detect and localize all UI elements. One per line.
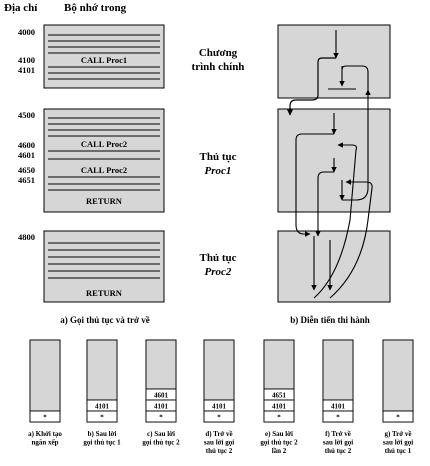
stack-caption: f) Trở về bbox=[325, 430, 351, 438]
address-4500: 4500 bbox=[18, 110, 35, 120]
stack-cell bbox=[145, 410, 177, 423]
stack-caption: thủ tục 2 bbox=[206, 447, 233, 455]
stack-caption: sau lời gọi bbox=[383, 439, 413, 447]
address-column-header: Địa chỉ bbox=[4, 2, 37, 14]
stack-cell bbox=[263, 410, 295, 423]
memory-block-proc2: RETURN bbox=[43, 230, 165, 303]
address-4100: 4100 bbox=[18, 55, 35, 65]
stack-cell bbox=[322, 410, 354, 423]
memory-column-header: Bộ nhớ trong bbox=[64, 2, 127, 14]
address-4101: 4101 bbox=[18, 65, 35, 75]
proc1-label-2: Proc1 bbox=[205, 165, 232, 177]
call-proc2-label-2: CALL Proc2 bbox=[81, 165, 127, 175]
stack-caption: gọi thủ tục 2 bbox=[142, 439, 180, 447]
stack-free-area bbox=[29, 339, 61, 412]
stack-entry: 4101 bbox=[212, 403, 227, 411]
stack-free-area bbox=[203, 339, 235, 401]
stack-caption: d) Trở về bbox=[205, 430, 232, 438]
stack-cell bbox=[86, 410, 118, 423]
stack-entry: * bbox=[43, 414, 47, 422]
address-4651: 4651 bbox=[18, 175, 35, 185]
stack-entry: 4601 bbox=[154, 392, 169, 400]
stack-entry: * bbox=[217, 414, 221, 422]
return-label-proc1: RETURN bbox=[86, 196, 123, 206]
stack-free-area bbox=[145, 339, 177, 390]
stack-free-area bbox=[86, 339, 118, 401]
stack-caption: sau lời gọi bbox=[323, 439, 353, 447]
stack-caption: c) Sau lời bbox=[147, 430, 175, 438]
main-program-label-2: trình chính bbox=[192, 61, 245, 73]
stack-free-area bbox=[382, 339, 414, 412]
caption-call-and-return: a) Gọi thủ tục và trở về bbox=[60, 315, 149, 325]
stack-entry: * bbox=[159, 414, 163, 422]
memory-block-main: CALL Proc1 bbox=[43, 24, 165, 89]
return-label-proc2: RETURN bbox=[86, 288, 123, 298]
stack-cell bbox=[203, 410, 235, 423]
stack-entry: * bbox=[396, 414, 400, 422]
main-program-label-1: Chương bbox=[199, 47, 238, 59]
stack-caption: thủ tục 1 bbox=[385, 447, 412, 455]
stack-entry: 4101 bbox=[95, 403, 110, 411]
stack-free-area bbox=[322, 339, 354, 401]
execution-flow-arrows bbox=[287, 30, 373, 299]
stack-caption: gọi thủ tục 1 bbox=[83, 439, 121, 447]
execution-box-main bbox=[277, 24, 391, 99]
stack-caption: ngăn xếp bbox=[31, 439, 58, 447]
execution-box-proc2 bbox=[277, 230, 391, 303]
stack-caption: sau lời gọi bbox=[204, 439, 234, 447]
caption-execution-trace: b) Diễn tiến thi hành bbox=[290, 315, 370, 325]
address-4601: 4601 bbox=[18, 150, 35, 160]
proc2-label-2: Proc2 bbox=[205, 266, 232, 278]
stack-entry: * bbox=[336, 414, 340, 422]
proc2-label-1: Thủ tục bbox=[200, 252, 237, 264]
stack-cell bbox=[382, 410, 414, 423]
proc1-label-1: Thủ tục bbox=[200, 151, 237, 163]
stack-entry: 4101 bbox=[331, 403, 346, 411]
stack-caption: gọi thủ tục 2 bbox=[260, 439, 298, 447]
call-proc1-label: CALL Proc1 bbox=[81, 55, 127, 65]
stack-entry: * bbox=[100, 414, 104, 422]
memory-block-proc1: CALL Proc2 CALL Proc2 RETURN bbox=[43, 108, 165, 213]
stack-caption: b) Sau lời bbox=[88, 430, 117, 438]
stack-free-area bbox=[263, 339, 295, 390]
stack-entry: * bbox=[277, 414, 281, 422]
address-4800: 4800 bbox=[18, 232, 35, 242]
stack-caption: lần 2 bbox=[272, 447, 287, 455]
stack-caption: thủ tục 2 bbox=[325, 447, 352, 455]
address-4600: 4600 bbox=[18, 140, 35, 150]
stack-entry: 4651 bbox=[272, 392, 287, 400]
stack-caption: e) Sau lời bbox=[265, 430, 293, 438]
address-4000: 4000 bbox=[18, 27, 35, 37]
stack-entry: 4101 bbox=[272, 403, 287, 411]
stack-entry: 4101 bbox=[154, 403, 169, 411]
address-4650: 4650 bbox=[18, 165, 35, 175]
call-proc2-label-1: CALL Proc2 bbox=[81, 139, 127, 149]
stack-cell bbox=[29, 410, 61, 423]
stack-caption: g) Trở về bbox=[385, 430, 412, 438]
stack-caption: a) Khởi tạo bbox=[28, 430, 62, 438]
